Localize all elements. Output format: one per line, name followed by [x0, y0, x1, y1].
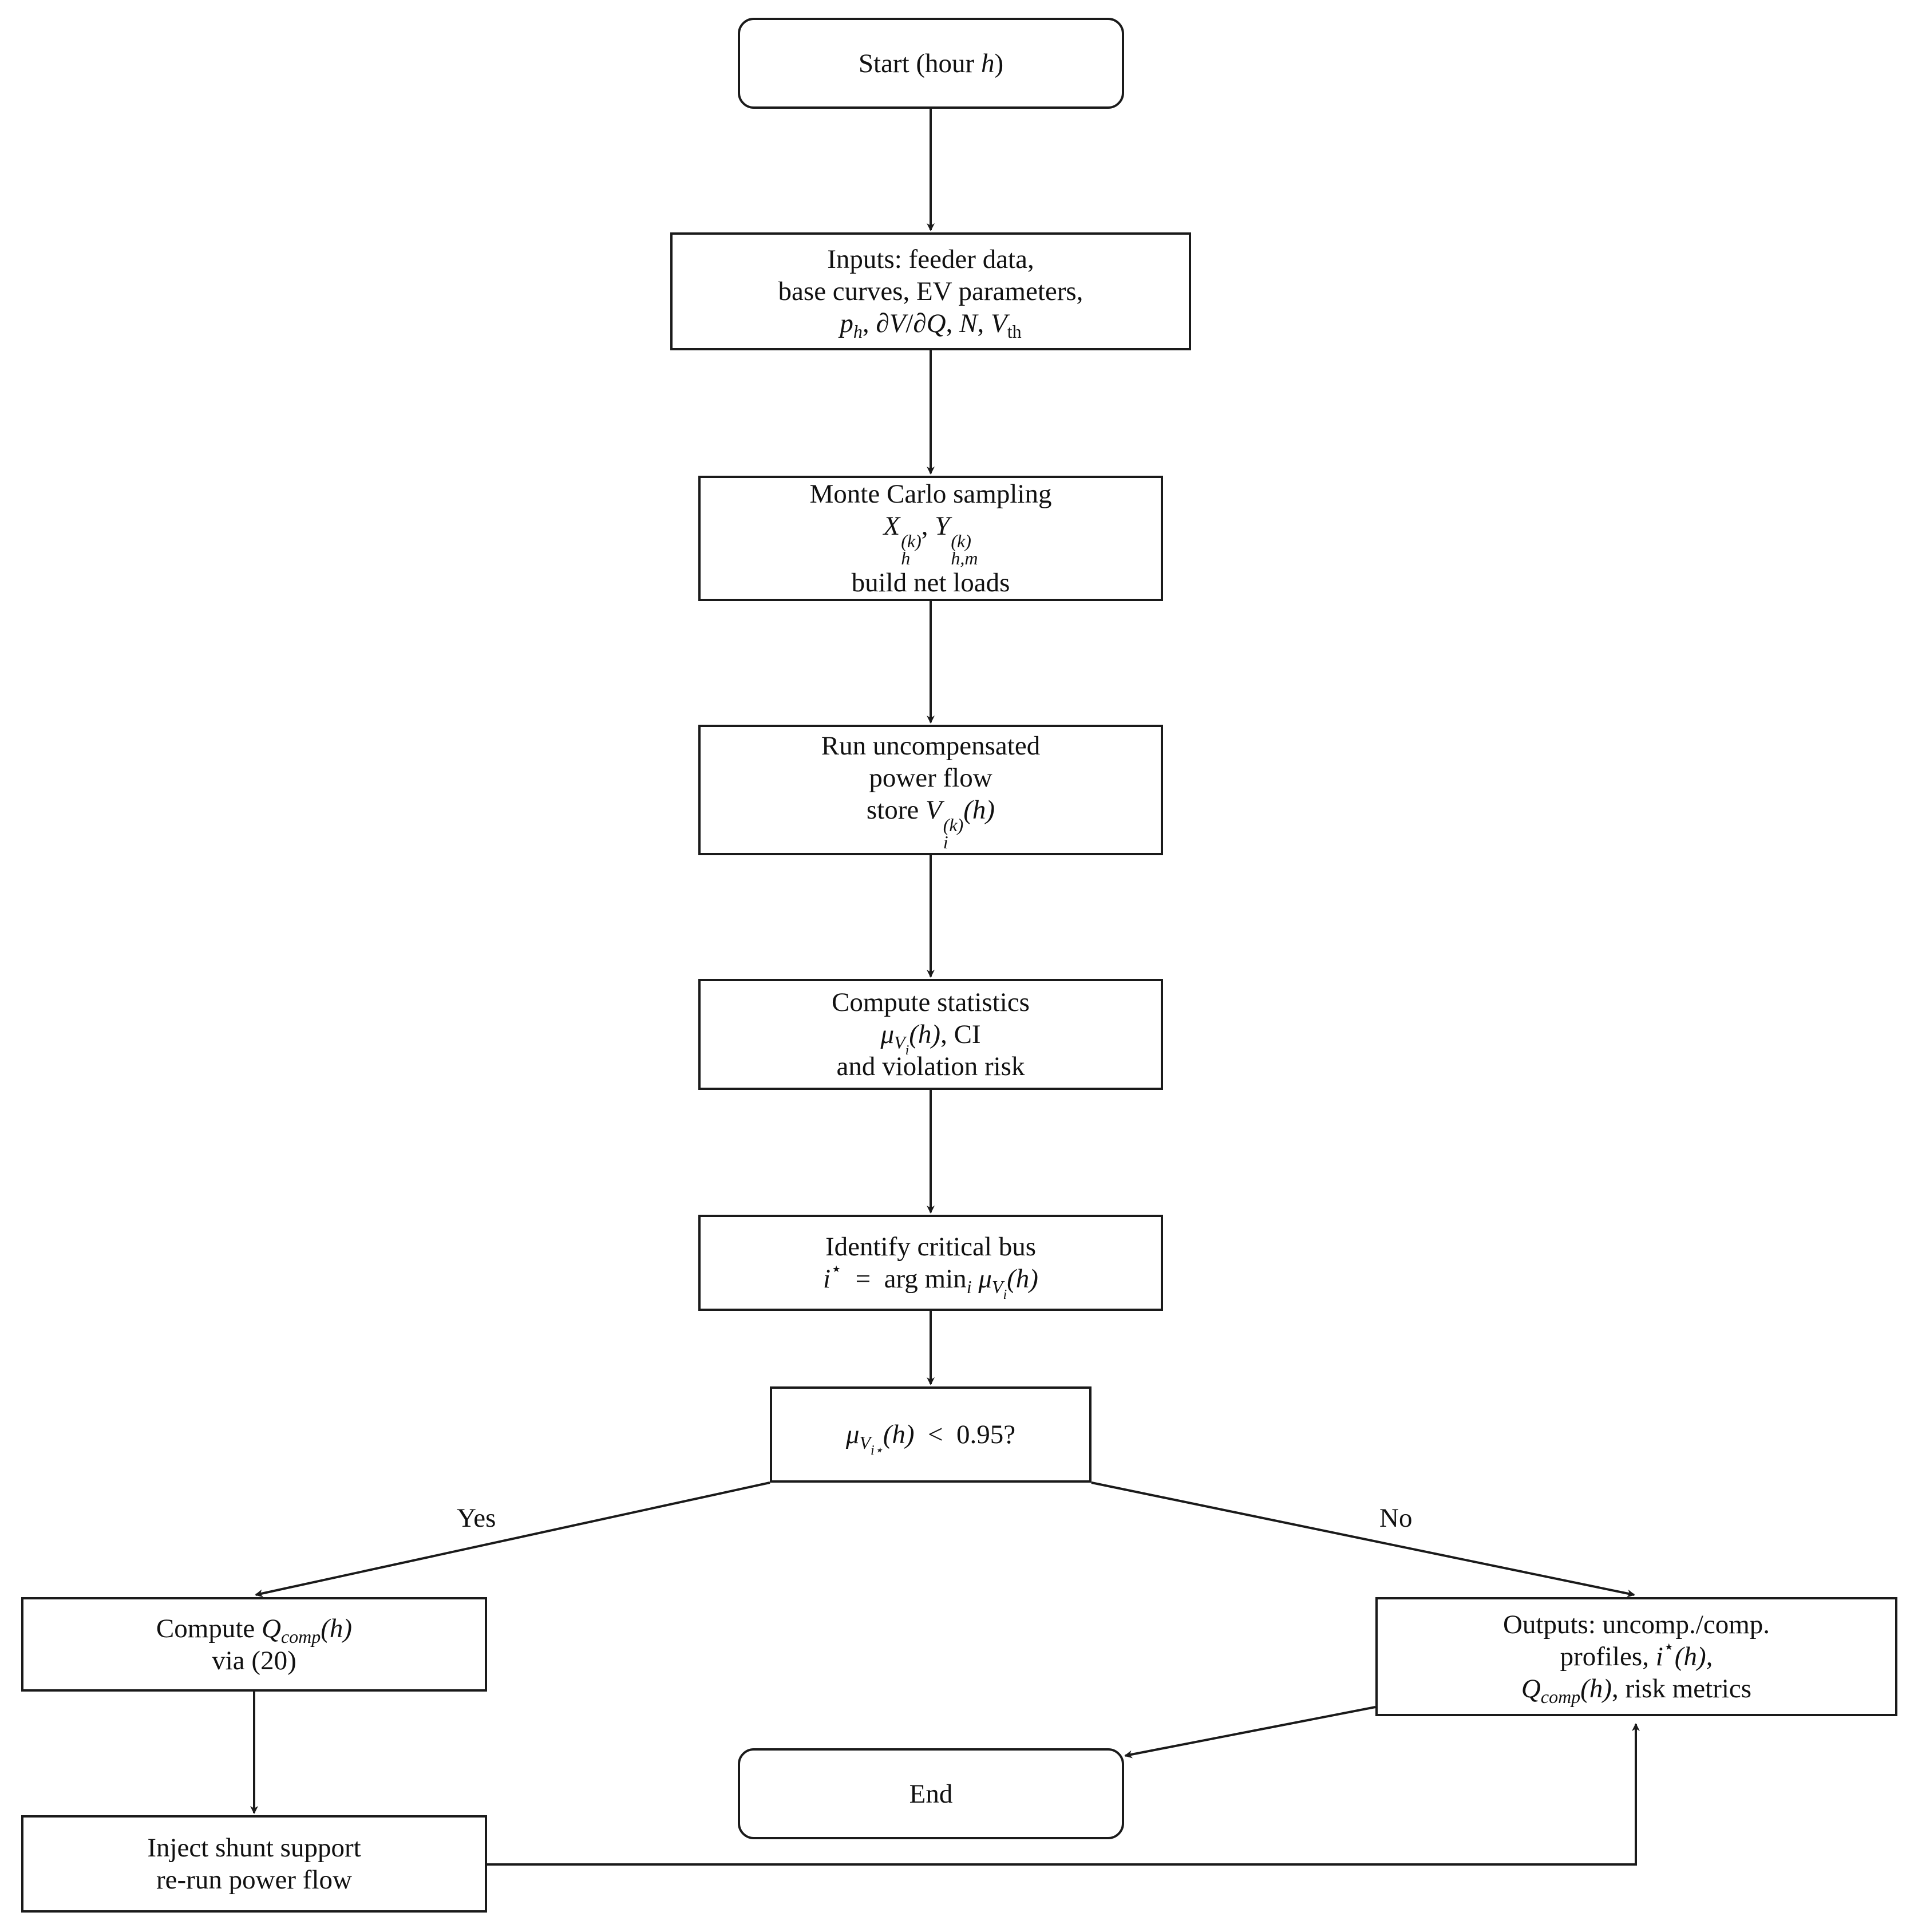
inputs-node: Inputs: feeder data, base curves, EV par… [670, 232, 1191, 350]
outputs-line-3: Qcomp(h), risk metrics [1521, 1674, 1752, 1707]
run-power-flow-node: Run uncompensated power flow store V(k)i… [698, 725, 1163, 855]
inject-node: Inject shunt support re-run power flow [21, 1815, 487, 1913]
compute-q-line-2: via (20) [212, 1645, 296, 1676]
critical-bus-node: Identify critical bus i⋆ = arg mini μVi(… [698, 1215, 1163, 1311]
compute-q-line-1: Compute Qcomp(h) [156, 1613, 353, 1647]
outputs-line-1: Outputs: uncomp./comp. [1502, 1610, 1770, 1639]
monte-carlo-line-2: X(k)h, Y(k)h,m [883, 511, 978, 568]
critical-line-1: Identify critical bus [825, 1232, 1037, 1262]
inject-line-2: re-run power flow [156, 1865, 352, 1895]
statistics-node: Compute statistics μVi(h), CI and violat… [698, 979, 1163, 1090]
end-text: End [909, 1779, 953, 1809]
decision-node: μVi⋆(h) < 0.95? [770, 1386, 1092, 1483]
inputs-line-1: Inputs: feeder data, [827, 244, 1034, 274]
monte-carlo-node: Monte Carlo sampling X(k)h, Y(k)h,m buil… [698, 476, 1163, 601]
outputs-line-2: profiles, i⋆(h), [1560, 1636, 1713, 1672]
inputs-line-3: ph, ∂V/∂Q, N, Vth [840, 309, 1022, 342]
arrow-decision-no [1091, 1481, 1635, 1598]
outputs-node: Outputs: uncomp./comp. profiles, i⋆(h), … [1375, 1597, 1897, 1716]
arrow-decision-yes [255, 1481, 770, 1598]
inject-line-1: Inject shunt support [147, 1833, 361, 1863]
run-pf-line-3: store V(k)i(h) [866, 795, 995, 852]
inputs-line-2: base curves, EV parameters, [778, 276, 1083, 306]
start-node: Start (hour h) [738, 18, 1124, 109]
yes-label: Yes [457, 1503, 496, 1533]
monte-carlo-line-3: build net loads [851, 568, 1010, 598]
compute-q-node: Compute Qcomp(h) via (20) [21, 1597, 487, 1692]
arrow-outputs-to-end [1124, 1706, 1376, 1759]
arrow-inject-to-outputs [487, 1723, 1640, 1866]
monte-carlo-line-1: Monte Carlo sampling [809, 479, 1052, 509]
stats-line-1: Compute statistics [832, 987, 1030, 1017]
decision-text: μVi⋆(h) < 0.95? [845, 1420, 1016, 1458]
run-pf-line-1: Run uncompensated [821, 730, 1041, 761]
run-pf-line-2: power flow [869, 762, 992, 793]
stats-line-2: μVi(h), CI [880, 1020, 981, 1058]
end-node: End [738, 1748, 1124, 1839]
no-label: No [1379, 1503, 1413, 1533]
stats-line-3: and violation risk [836, 1052, 1025, 1081]
critical-line-2: i⋆ = arg mini μVi(h) [823, 1258, 1038, 1302]
